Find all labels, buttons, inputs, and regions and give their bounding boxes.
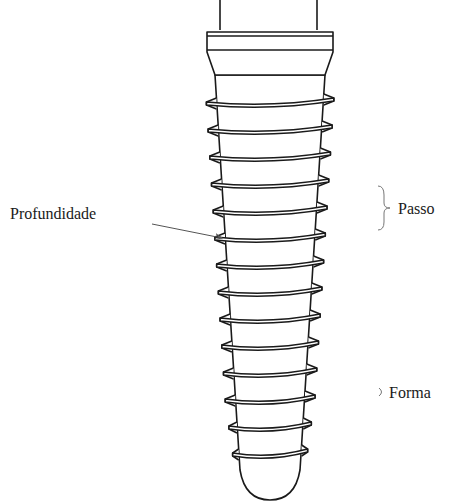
collar-band bbox=[207, 49, 333, 51]
thread-crest bbox=[213, 206, 327, 215]
thread-crest bbox=[224, 368, 317, 377]
implant-collar bbox=[207, 32, 333, 75]
thread-crest bbox=[220, 314, 320, 323]
pitch-brace bbox=[378, 186, 390, 230]
pitch-label: Passo bbox=[398, 199, 434, 218]
thread-crest bbox=[233, 449, 308, 458]
thread-crest bbox=[225, 395, 315, 404]
thread-crest bbox=[215, 233, 325, 242]
thread-crest bbox=[206, 98, 333, 107]
thread-crest bbox=[218, 287, 321, 296]
thread-crest bbox=[229, 422, 311, 431]
thread-crest bbox=[212, 179, 329, 188]
collar-band bbox=[207, 35, 333, 37]
connection-line bbox=[219, 0, 221, 30]
thread-crest bbox=[210, 152, 331, 161]
thread-crest bbox=[217, 260, 324, 269]
thread-crest bbox=[222, 341, 319, 350]
thread-crest bbox=[208, 125, 332, 134]
depth-label: Profundidade bbox=[10, 204, 96, 223]
connection-line bbox=[316, 0, 318, 30]
shape-mark bbox=[379, 388, 382, 396]
implant-core bbox=[215, 75, 325, 500]
shape-label: Forma bbox=[389, 383, 431, 402]
leader-line bbox=[152, 224, 222, 238]
